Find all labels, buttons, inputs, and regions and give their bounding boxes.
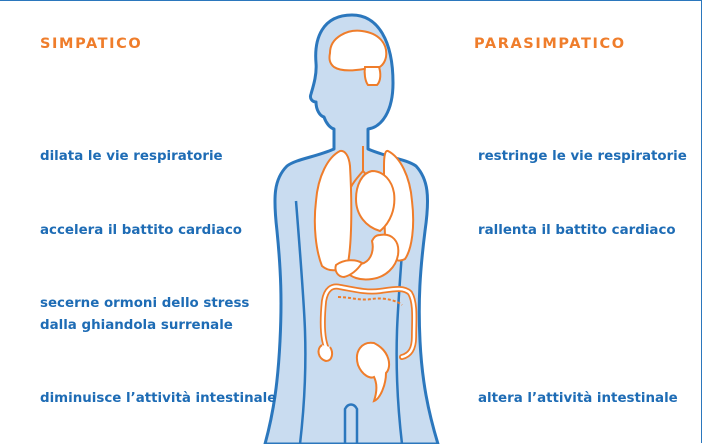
sympathetic-item: dilata le vie respiratorie (40, 146, 223, 168)
sympathetic-heading: SIMPATICO (40, 36, 142, 52)
sympathetic-item: secerne ormoni dello stress (40, 293, 249, 315)
parasympathetic-heading: PARASIMPATICO (474, 36, 626, 52)
brain-icon (329, 31, 386, 71)
appendix-icon (319, 345, 333, 361)
cerebellum-icon (365, 67, 381, 85)
sympathetic-item: dalla ghiandola surrenale (40, 315, 233, 337)
parasympathetic-item: restringe le vie respiratorie (478, 146, 687, 168)
sympathetic-item: diminuisce l’attività intestinale (40, 388, 276, 410)
sympathetic-item: accelera il battito cardiaco (40, 220, 242, 242)
parasympathetic-item: rallenta il battito cardiaco (478, 220, 676, 242)
parasympathetic-item: altera l’attività intestinale (478, 388, 678, 410)
